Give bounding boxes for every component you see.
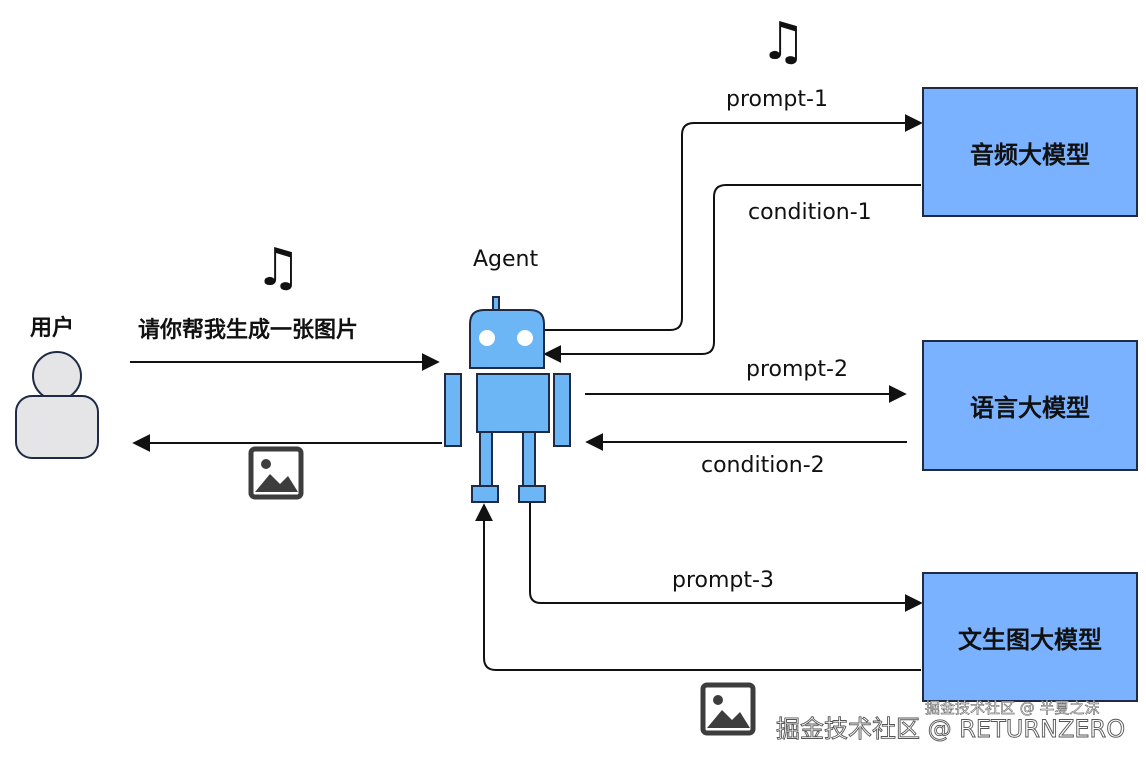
language-model-box: 语言大模型 <box>922 340 1138 471</box>
music-note-icon: ♫ <box>255 238 302 298</box>
language-model-label: 语言大模型 <box>970 394 1090 422</box>
condition2-label: condition-2 <box>701 453 825 478</box>
robot-icon <box>440 292 574 508</box>
image-icon <box>700 682 756 736</box>
image-return-arrow <box>475 503 921 671</box>
user-label: 用户 <box>30 316 75 341</box>
watermark-small: 掘金技术社区 @ 半夏之沫 <box>925 699 1100 718</box>
prompt2-label: prompt-2 <box>746 357 848 382</box>
image-icon <box>248 446 304 500</box>
prompt3-label: prompt-3 <box>672 568 774 593</box>
text-to-image-model-label: 文生图大模型 <box>958 625 1102 654</box>
agent-label: Agent <box>473 247 539 272</box>
watermark-large: 掘金技术社区 @ RETURNZERO <box>776 715 1126 744</box>
user-icon <box>14 348 100 460</box>
condition1-label: condition-1 <box>748 200 872 225</box>
audio-model-box: 音频大模型 <box>922 87 1138 217</box>
prompt3-arrow <box>529 503 923 612</box>
text-to-image-model-box: 文生图大模型 <box>922 572 1138 702</box>
prompt1-label: prompt-1 <box>726 87 828 112</box>
request-text: 请你帮我生成一张图片 <box>138 318 359 343</box>
condition1-arrow <box>543 184 921 363</box>
audio-model-label: 音频大模型 <box>970 140 1090 169</box>
prompt1-arrow <box>544 114 923 331</box>
music-note-icon: ♫ <box>760 12 807 72</box>
